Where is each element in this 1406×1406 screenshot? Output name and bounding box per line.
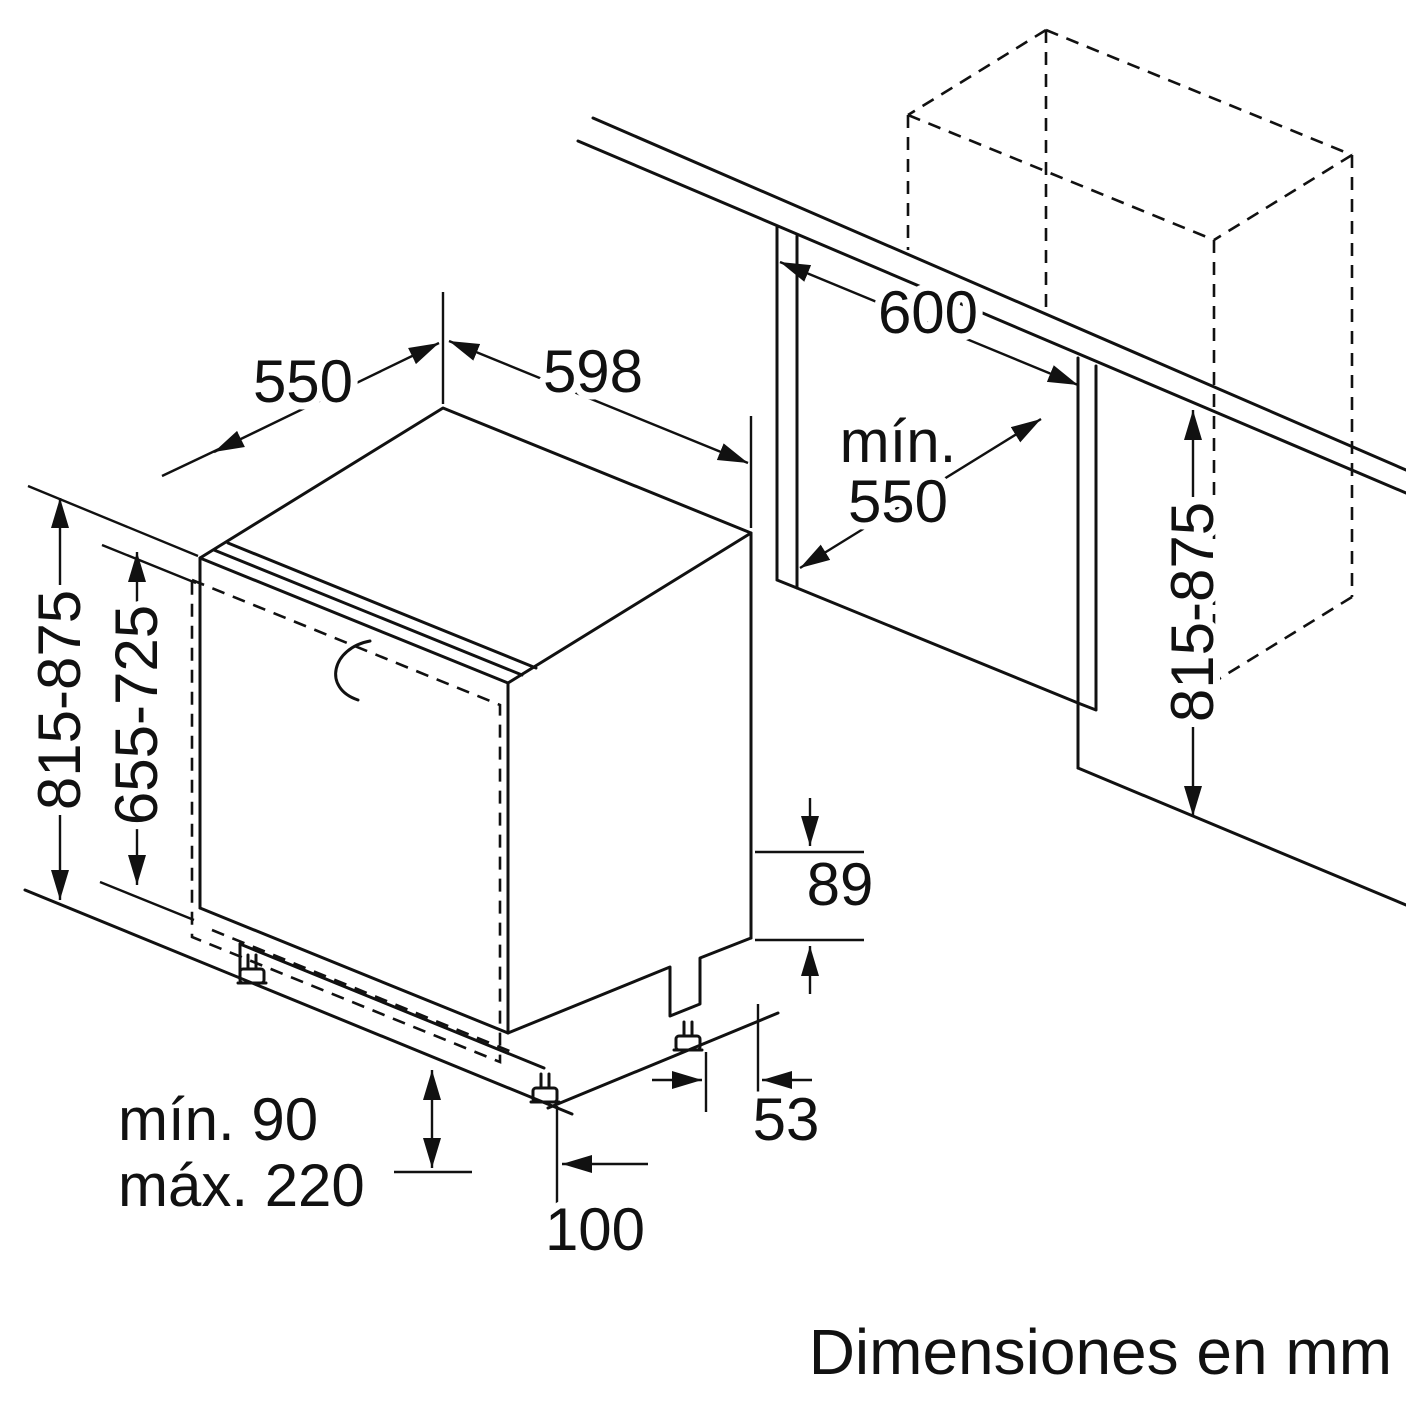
dim-min550-arrow: [799, 417, 1042, 570]
furniture-door-panel-dashed: [190, 578, 513, 1064]
dim-label-niche-depth-prefix: mín.: [840, 408, 957, 475]
dim-600-arrow: [779, 260, 1079, 387]
adjustable-feet: [236, 953, 704, 1104]
dim-label-appliance-height: 815-875: [26, 590, 93, 810]
door-handle-arc: [334, 639, 372, 702]
dim-label-plinth-min: mín. 90: [118, 1086, 318, 1153]
dim-label-plinth-max: máx. 220: [118, 1152, 365, 1219]
dim-label-niche-depth: 550: [848, 468, 948, 535]
dim-label-rear-step-height: 89: [807, 851, 874, 918]
dim-label-front-foot-offset: 100: [545, 1196, 645, 1263]
cabinet-base-step: [506, 936, 753, 1035]
dimension-lines: [27, 260, 1202, 1240]
dim-550-arrow: [213, 341, 440, 454]
dim-label-appliance-depth: 550: [253, 348, 353, 415]
dim-598-arrow: [448, 339, 749, 465]
floor-line-front: [23, 888, 574, 1116]
niche-floor-front-edge: [795, 586, 1080, 705]
dim-label-niche-width: 600: [878, 279, 978, 346]
niche-left-wall: [775, 225, 799, 590]
worktop-upper-line: [591, 116, 1406, 472]
dim-label-door-panel-height: 655-725: [103, 605, 170, 825]
niche-volume-dashed: [906, 28, 1354, 684]
dishwasher-cabinet: [23, 406, 780, 1116]
worktop-lower-line: [576, 139, 1406, 495]
dim-label-niche-height: 815-875: [1159, 502, 1226, 722]
dimension-labels: 550 598 600 mín. 550 815-875 655-725 815…: [19, 272, 1233, 1270]
diagram-caption: Dimensiones en mm: [809, 1316, 1392, 1388]
dim-label-rear-foot-offset: 53: [753, 1086, 820, 1153]
niche-floor-line: [1076, 766, 1406, 907]
cabinet-top-face: [198, 406, 753, 685]
niche-structure: [576, 116, 1406, 907]
floor-line-side: [546, 1011, 780, 1110]
niche-right-wall: [1076, 356, 1098, 770]
dim-label-appliance-width: 598: [543, 338, 643, 405]
